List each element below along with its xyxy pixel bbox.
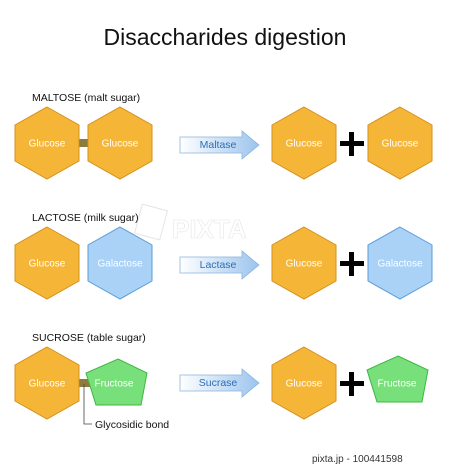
sucrose-product-fructose-pentagon bbox=[366, 355, 429, 403]
sucrose-row: SUCROSE (table sugar) Glucose Fructose G… bbox=[14, 332, 429, 431]
lactose-product-galactose-hexagon bbox=[367, 226, 433, 300]
maltose-product-b-label: Glucose bbox=[382, 139, 419, 150]
sucrose-left-b-label: Fructose bbox=[95, 379, 134, 390]
maltose-product-a-label: Glucose bbox=[286, 139, 323, 150]
page-title: Disaccharides digestion bbox=[104, 24, 347, 50]
maltose-heading: MALTOSE (malt sugar) bbox=[32, 92, 140, 104]
sucrase-label: Sucrase bbox=[199, 377, 238, 389]
sucrose-product-glucose-hexagon bbox=[271, 346, 337, 420]
maltose-glucose-hexagon bbox=[14, 106, 80, 180]
bond-pointer-line bbox=[83, 384, 92, 425]
maltase-arrow bbox=[179, 130, 260, 160]
sucrose-fructose-pentagon bbox=[85, 358, 148, 406]
maltose-left-b-label: Glucose bbox=[102, 139, 139, 150]
maltase-label: Maltase bbox=[200, 139, 237, 151]
plus-sign-2 bbox=[340, 252, 364, 276]
maltose-row: MALTOSE (malt sugar) Glucose Glucose Mal… bbox=[14, 92, 433, 180]
lactose-heading: LACTOSE (milk sugar) bbox=[32, 212, 139, 224]
lactose-product-b-label: Galactose bbox=[377, 259, 422, 270]
sucrose-left-a-label: Glucose bbox=[29, 379, 66, 390]
lactose-product-a-label: Glucose bbox=[286, 259, 323, 270]
lactose-row: LACTOSE (milk sugar) Glucose Galactose L… bbox=[14, 212, 433, 300]
sucrose-bond bbox=[74, 379, 92, 387]
watermark: PIXTA bbox=[133, 203, 247, 244]
glycosidic-bond-label: Glycosidic bond bbox=[95, 419, 169, 431]
watermark-text: PIXTA bbox=[172, 214, 247, 244]
lactose-left-a-label: Glucose bbox=[29, 259, 66, 270]
lactose-galactose-hexagon bbox=[87, 226, 153, 300]
maltose-left-a-label: Glucose bbox=[29, 139, 66, 150]
sucrose-product-a-label: Glucose bbox=[286, 379, 323, 390]
lactose-glucose-hexagon bbox=[14, 226, 80, 300]
sucrose-glucose-hexagon bbox=[14, 346, 80, 420]
sucrose-heading: SUCROSE (table sugar) bbox=[32, 332, 146, 344]
sucrose-product-b-label: Fructose bbox=[378, 379, 417, 390]
lactase-label: Lactase bbox=[200, 259, 237, 271]
plus-sign-3 bbox=[340, 372, 364, 396]
maltose-bond bbox=[74, 139, 92, 147]
maltose-product-glucose-hexagon bbox=[271, 106, 337, 180]
maltose-glucose-hexagon-2 bbox=[87, 106, 153, 180]
watermark-logo-icon bbox=[133, 203, 169, 241]
lactose-product-glucose-hexagon bbox=[271, 226, 337, 300]
sucrase-arrow bbox=[179, 368, 260, 398]
lactase-arrow bbox=[179, 250, 260, 280]
lactose-left-b-label: Galactose bbox=[97, 259, 142, 270]
maltose-product-glucose-hexagon-2 bbox=[367, 106, 433, 180]
plus-sign bbox=[340, 132, 364, 156]
credit-line: pixta.jp - 100441598 bbox=[312, 454, 403, 465]
